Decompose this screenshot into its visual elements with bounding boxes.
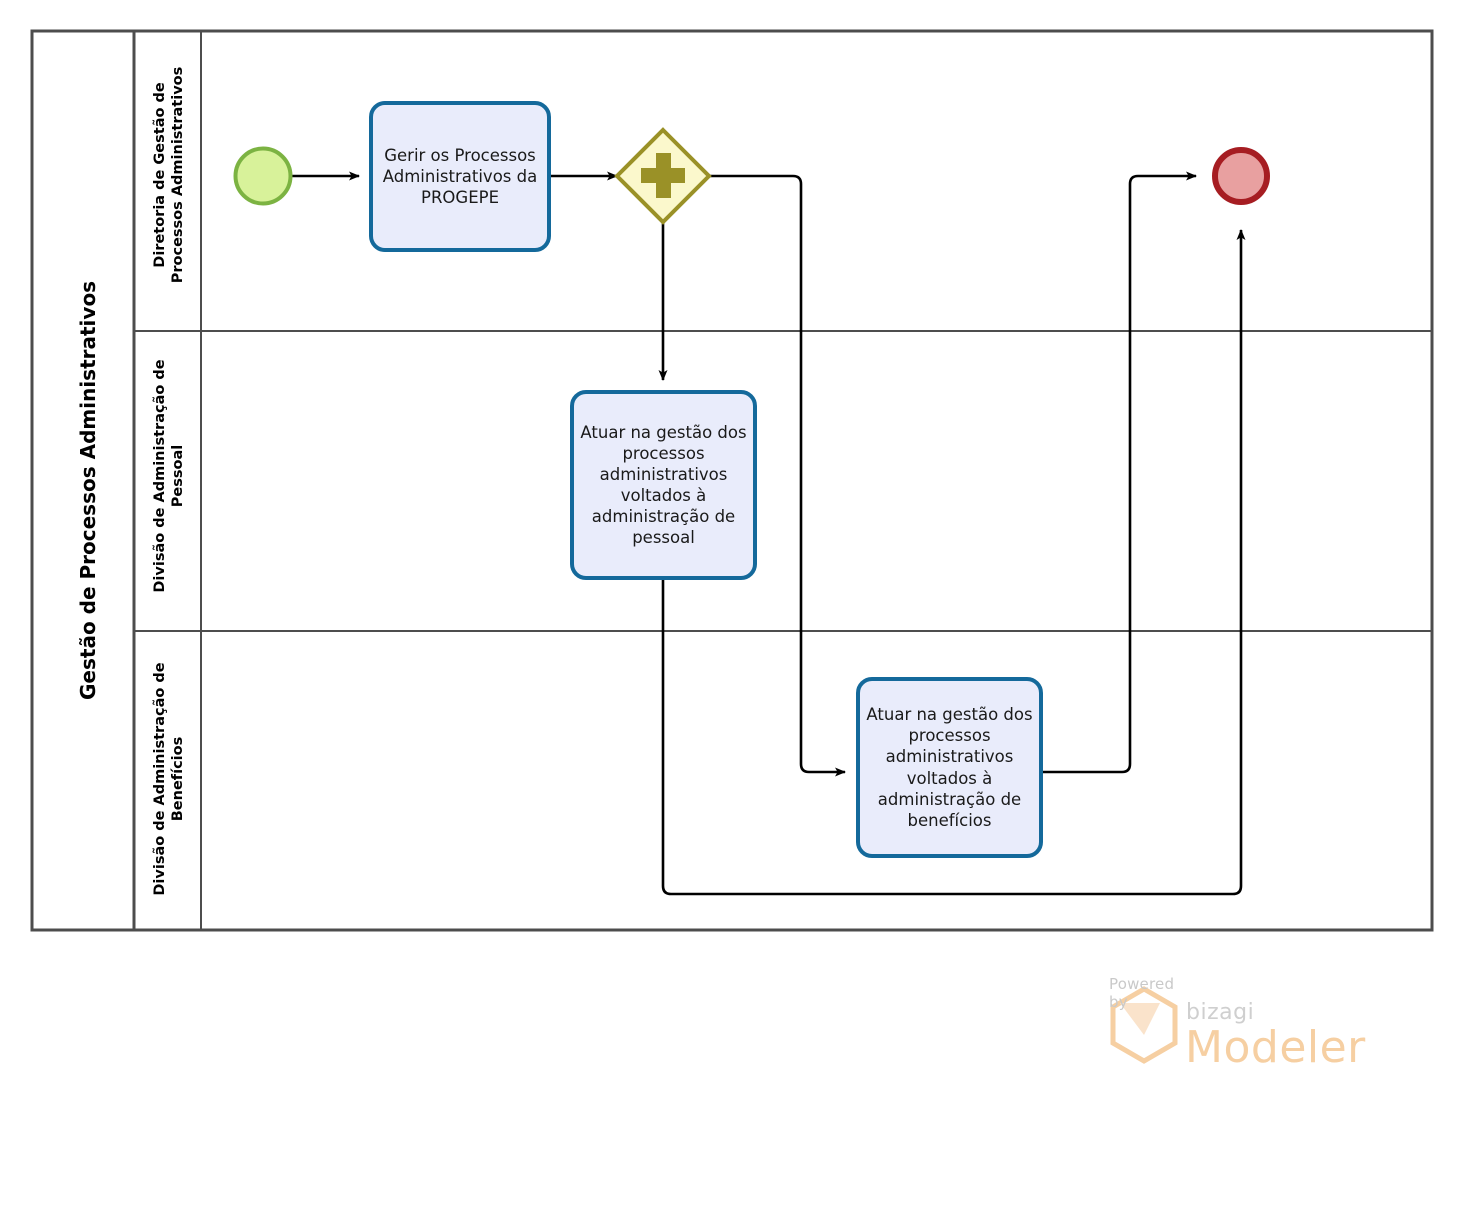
bizagi-inner-triangle xyxy=(1120,1003,1160,1035)
task-gestao-pessoal[interactable] xyxy=(570,390,757,580)
lane-title-beneficios: Divisão de Administração de Benefícios xyxy=(152,662,186,896)
bizagi-logo-icon xyxy=(1110,986,1178,1064)
flow-pessoal-to-end[interactable] xyxy=(661,229,1246,896)
start-event[interactable] xyxy=(233,146,293,206)
sequence-flows xyxy=(291,171,1246,896)
end-event[interactable] xyxy=(1212,147,1270,205)
task-gestao-beneficios-box[interactable] xyxy=(856,677,1043,858)
lane-title-pessoal: Divisão de Administração de Pessoal xyxy=(152,359,186,593)
parallel-gateway[interactable] xyxy=(614,127,712,225)
end-event-circle[interactable] xyxy=(1212,147,1270,205)
task-gestao-beneficios[interactable] xyxy=(856,677,1043,858)
plus-vertical xyxy=(656,153,671,198)
parallel-gateway-plus-icon xyxy=(641,153,685,198)
lane-title-diretoria: Diretoria de Gestão de Processos Adminis… xyxy=(152,66,186,284)
flow-gateway-to-beneficios[interactable] xyxy=(709,174,846,777)
task-gerir-processos[interactable] xyxy=(369,101,551,252)
task-gerir-processos-box[interactable] xyxy=(369,101,551,252)
flow-beneficios-to-end[interactable] xyxy=(1041,171,1197,774)
pool-title: Gestão de Processos Administrativos xyxy=(76,280,100,700)
bizagi-hexagon xyxy=(1110,986,1178,1064)
task-gestao-pessoal-box[interactable] xyxy=(570,390,757,580)
start-event-circle[interactable] xyxy=(233,146,293,206)
